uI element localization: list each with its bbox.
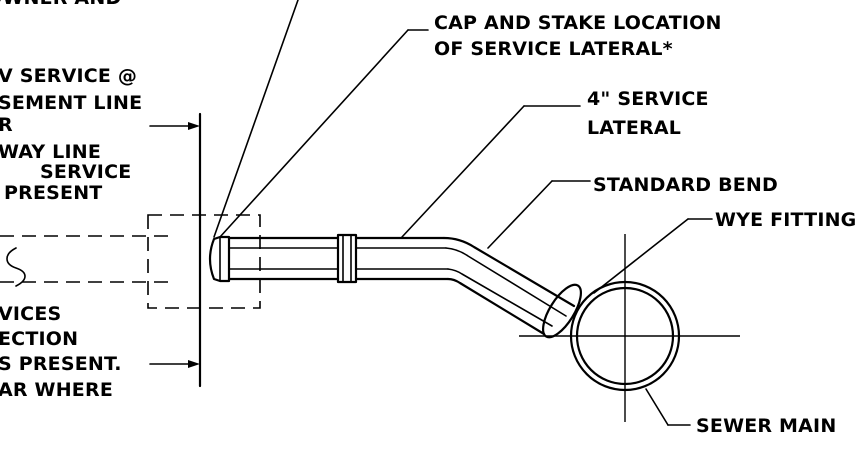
left-upper-line-3: R — [0, 114, 13, 136]
service-lateral-label-line-1: 4" SERVICE — [587, 88, 709, 110]
left-lower-line-3: S PRESENT. — [0, 353, 122, 375]
wye-fitting-label: WYE FITTING — [715, 209, 856, 231]
standard-bend — [442, 236, 576, 336]
left-upper-line-4: WAY LINE — [0, 141, 101, 163]
left-upper-line-5: SERVICE — [40, 161, 131, 183]
service-lateral-label-line-2: LATERAL — [587, 117, 681, 139]
sewer-main — [519, 234, 740, 422]
cap-stake-leader — [213, 0, 429, 238]
lateral-cap — [208, 235, 231, 283]
sewer-main-leader — [645, 388, 691, 426]
wye-fitting-leader — [593, 218, 713, 294]
service-lateral-leader — [401, 105, 581, 238]
left-upper-label-block: V SERVICE @ SEMENT LINE R WAY LINE SERVI… — [0, 65, 142, 204]
pipe-coupling — [336, 233, 358, 284]
owner-label-partial: OWNER AND — [0, 0, 121, 9]
cap-stake-label-line-2: OF SERVICE LATERAL* — [434, 38, 673, 60]
sewer-main-label: SEWER MAIN — [696, 415, 836, 437]
left-upper-line-2: SEMENT LINE — [0, 92, 142, 114]
left-lower-label-block: VICES ECTION S PRESENT. AR WHERE — [0, 303, 122, 401]
left-upper-line-6: PRESENT — [4, 182, 102, 204]
left-lower-line-1: VICES — [0, 303, 61, 325]
left-upper-line-1: V SERVICE @ — [0, 65, 137, 87]
left-lower-line-4: AR WHERE — [0, 379, 113, 401]
standard-bend-leader — [487, 180, 591, 249]
future-service-dashed — [0, 214, 261, 309]
left-leaders — [149, 122, 200, 368]
cap-stake-label-line-1: CAP AND STAKE LOCATION — [434, 12, 722, 34]
standard-bend-label: STANDARD BEND — [593, 174, 778, 196]
left-lower-line-2: ECTION — [0, 328, 78, 350]
service-lateral-pipe — [227, 233, 450, 284]
